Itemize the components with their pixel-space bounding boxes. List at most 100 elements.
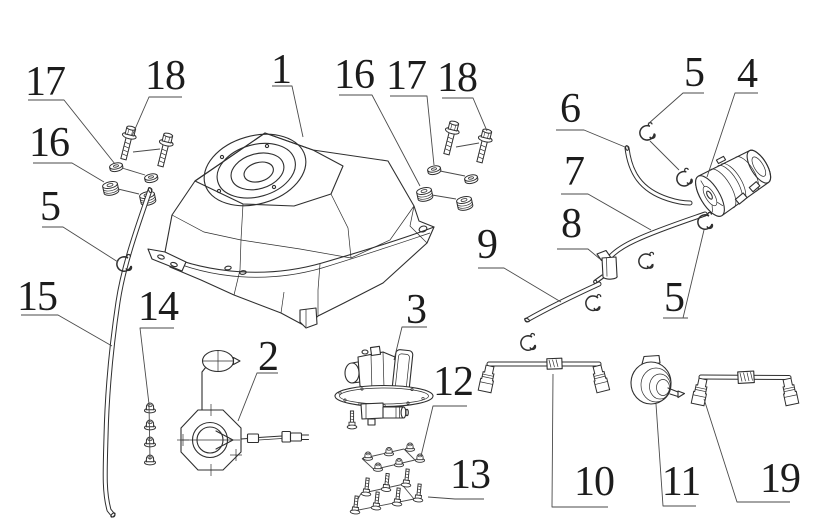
callouts-layer: 17 18 16 5 15 14 1 16 [17,47,801,508]
leader-line [237,372,278,422]
callout-label: 12 [433,359,473,405]
callout-label: 8 [561,201,581,247]
flange-bolt-holes [338,387,425,408]
cushion-washers-middle [426,164,479,186]
callout-5-upper-right: 5 [647,50,705,171]
leader-line [28,99,116,165]
filler-opening [203,133,307,207]
leader-line [33,162,105,183]
fuel-hose-assembly-right [690,370,800,407]
fuel-valve-assembly [334,345,434,430]
callout-label: 11 [662,459,700,505]
callout-9: 9 [477,222,562,303]
callout-5-upper-left: 5 [40,184,119,263]
leader-line [139,327,174,461]
callout-16-upper-middle: 16 [334,52,421,187]
callout-label: 7 [564,149,584,195]
callout-4: 4 [706,51,759,178]
callout-14: 14 [138,284,180,461]
callout-label: 5 [684,50,704,96]
callout-label: 2 [258,334,278,380]
leader-line [647,92,704,125]
leader-line [706,92,758,178]
tank-left-tab [147,248,187,272]
leader-line [339,94,421,187]
callout-label: 1 [271,47,291,93]
leader-line [649,140,680,171]
leader-line [390,95,435,166]
leader-line [478,267,562,303]
rubber-grommets-middle [415,185,474,213]
callout-label: 6 [560,86,580,132]
callout-18-upper-middle: 18 [437,55,488,132]
fuel-line-upper [608,211,708,259]
callout-15: 15 [17,274,113,347]
leader-line [393,326,427,361]
callout-label: 15 [17,274,57,320]
leader-line [556,129,626,148]
callout-label: 18 [437,55,477,101]
leader-line [703,398,790,503]
flange-nuts [361,442,426,472]
wire-connector [281,430,292,443]
leader-line [561,193,652,231]
leader-line [131,96,182,137]
shutoff-valve [593,249,618,284]
callout-label: 14 [138,284,179,330]
fuel-hose-assembly-left [477,357,611,394]
mounting-bolts-left [116,124,176,169]
callout-19: 19 [703,398,801,503]
callout-11: 11 [655,403,701,507]
leader-line [21,314,113,347]
callout-label: 19 [760,456,800,502]
leader-line [420,405,467,457]
fuel-hose-lower [524,281,602,323]
callout-18-upper-left: 18 [131,53,186,137]
flange-bolts [349,468,425,515]
callout-label: 18 [145,53,185,99]
callout-label: 10 [574,459,614,505]
callout-13: 13 [427,452,491,500]
leader-line [427,496,484,500]
callout-6: 6 [556,86,626,148]
callout-label: 16 [29,120,69,166]
rubber-grommets-left [101,179,157,208]
callout-17-upper-middle: 17 [386,53,435,166]
leader-line [655,403,696,507]
callout-label: 9 [477,222,497,268]
leader-line [551,373,608,508]
callout-2: 2 [237,334,279,422]
fuel-sender-unit [177,349,310,476]
mounting-bolts-middle [439,119,495,165]
cushion-washers-left [108,161,159,185]
drain-hose [102,186,153,518]
callout-label: 3 [406,287,426,333]
hose-clip [583,291,603,313]
alignment-marks [177,404,242,476]
callout-3: 3 [393,287,427,361]
check-valve [630,354,686,405]
callout-17-upper-left: 17 [25,59,116,165]
hose-clip [520,332,537,351]
fuel-pump [695,149,772,217]
callout-label: 5 [664,275,684,321]
callout-label: 17 [386,53,426,99]
callout-16-upper-left: 16 [29,120,105,183]
callout-12: 12 [420,359,474,457]
callout-label: 4 [737,51,758,97]
callout-label: 16 [334,52,374,98]
leader-line [557,248,601,260]
vent-hose [624,145,693,206]
callout-5-lower-right: 5 [663,229,705,321]
fuel-tank [147,132,435,329]
callout-label: 17 [25,59,65,105]
callout-7: 7 [561,149,652,231]
callout-1: 1 [271,47,304,138]
float-tip [232,356,241,366]
hose-clip [637,121,657,142]
leader-line [682,229,705,319]
callout-label: 13 [450,452,490,498]
callout-10: 10 [551,373,615,508]
